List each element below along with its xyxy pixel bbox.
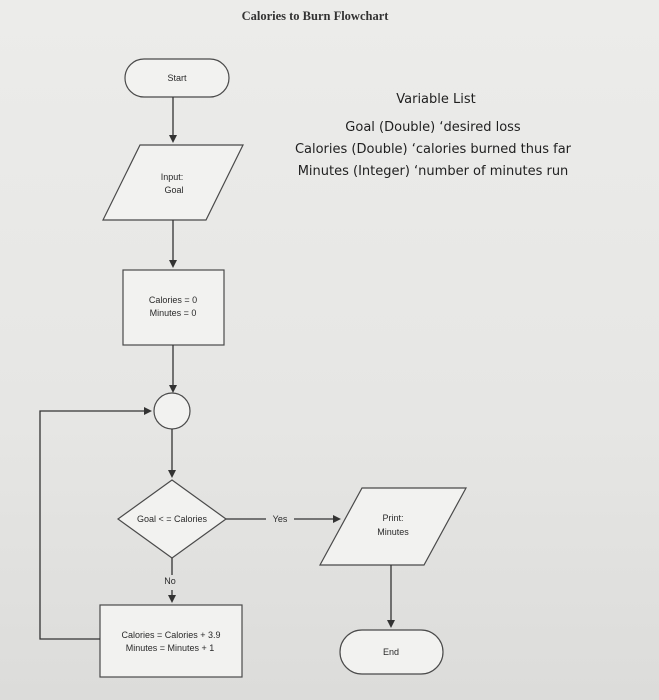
variable-list-item-calories: Calories (Double) ‘calories burned thus …	[295, 142, 572, 157]
loop-connector	[153, 392, 191, 430]
end-terminator	[339, 629, 444, 675]
input-label-line1: Input:	[161, 172, 184, 182]
print-label-line2: Minutes	[377, 527, 409, 537]
print-label-line1: Print:	[382, 513, 403, 523]
start-label: Start	[167, 73, 187, 83]
update-label-line1: Calories = Calories + 3.9	[121, 630, 220, 640]
variable-list-heading: Variable List	[396, 92, 476, 107]
end-label: End	[383, 647, 399, 657]
decision-label: Goal < = Calories	[137, 514, 208, 524]
variable-list-item-goal: Goal (Double) ‘desired loss	[345, 120, 521, 135]
update-process-box	[99, 604, 243, 678]
init-label-line1: Calories = 0	[149, 295, 197, 305]
page-title: Calories to Burn Flowchart	[242, 9, 390, 23]
input-label-line2: Goal	[164, 185, 183, 195]
start-terminator	[124, 58, 230, 98]
variable-list-item-minutes: Minutes (Integer) ‘number of minutes run	[298, 164, 569, 179]
input-parallelogram	[102, 144, 244, 221]
no-label: No	[164, 576, 176, 586]
init-label-line2: Minutes = 0	[150, 308, 197, 318]
print-parallelogram	[318, 487, 468, 566]
yes-label: Yes	[273, 514, 288, 524]
init-process-box	[122, 269, 225, 346]
update-label-line2: Minutes = Minutes + 1	[126, 643, 215, 653]
edge-loop-back	[39, 407, 152, 640]
